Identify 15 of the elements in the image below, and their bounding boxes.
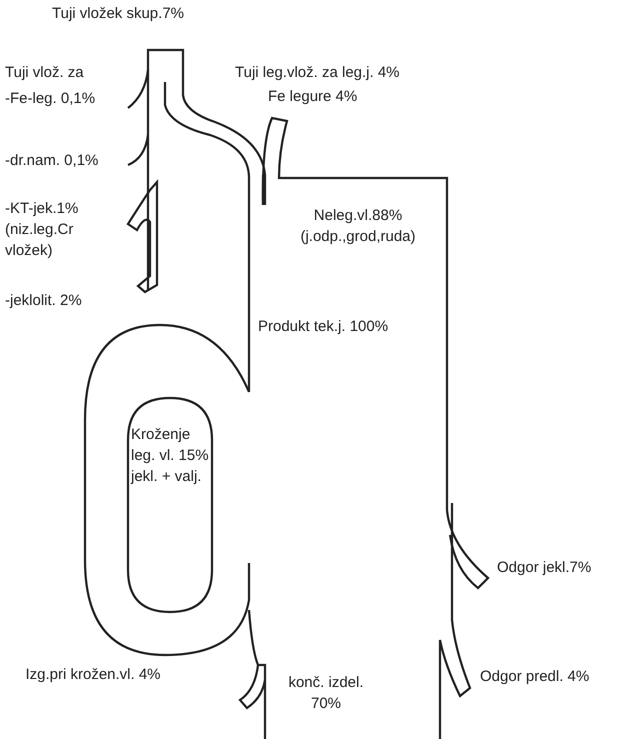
input-label: -jeklolit. 2%	[5, 291, 82, 311]
input-label: Neleg.vl.88% (j.odp.,grod,ruda)	[299, 206, 417, 247]
input-label: -Fe-leg. 0,1%	[5, 89, 96, 109]
input-heading: Tuji vlož. za	[5, 63, 84, 83]
loss-label: Odgor predl. 4%	[480, 667, 590, 687]
total-input-label: Tuji vložek skup.7%	[52, 4, 184, 24]
output-label: konč. izdel. 70%	[287, 673, 365, 714]
input-label: -KT-jek.1% (niz.leg.Cr vložek)	[5, 199, 80, 261]
circulation-label: Kroženje leg. vl. 15% jekl. + valj.	[131, 425, 209, 487]
loss-label: Odgor jekl.7%	[497, 558, 592, 578]
input-label: -dr.nam. 0,1%	[5, 151, 98, 171]
alloy-input-label: Tuji leg.vlož. za leg.j. 4%	[235, 63, 400, 83]
input-label: Fe legure 4%	[268, 87, 358, 107]
loss-label: Izg.pri krožen.vl. 4%	[24, 665, 162, 685]
product-label: Produkt tek.j. 100%	[258, 317, 388, 337]
